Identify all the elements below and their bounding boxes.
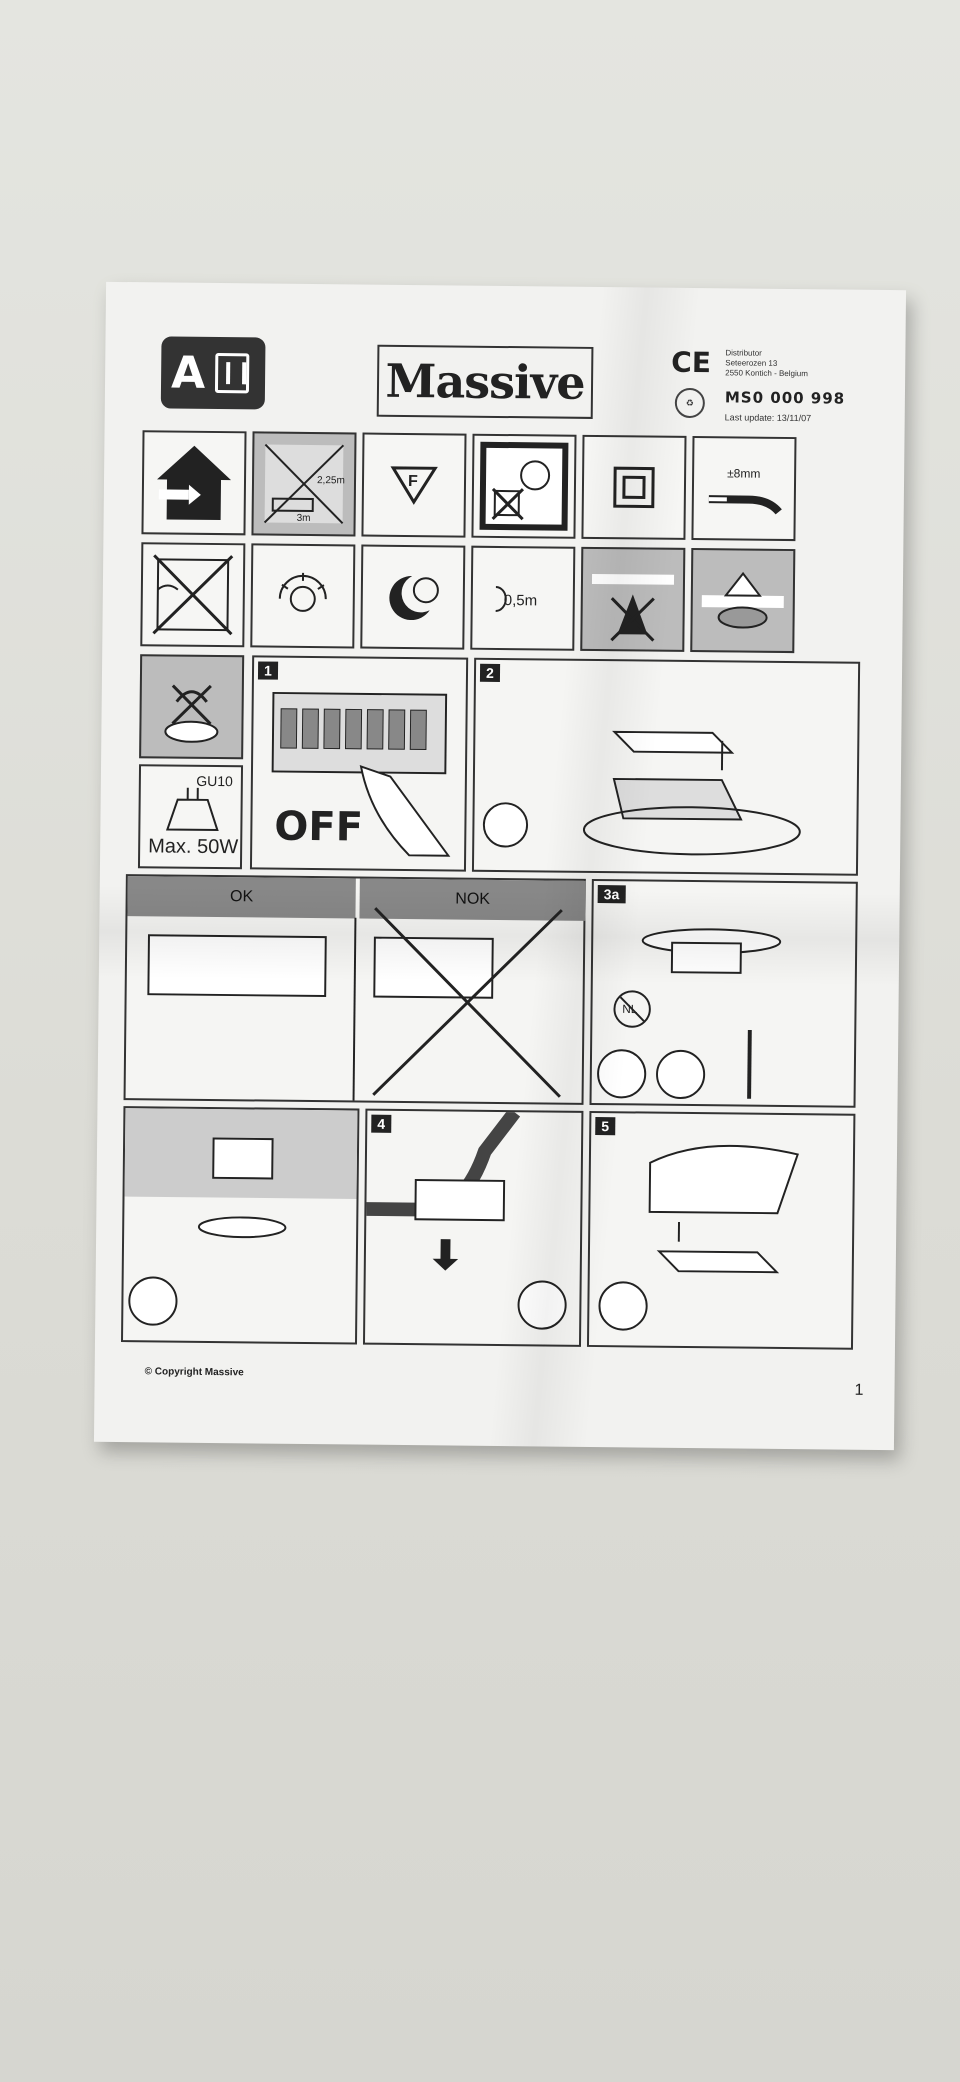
book-icon xyxy=(215,352,250,394)
ce-mark: CE xyxy=(671,345,712,380)
ok-nok-illustration xyxy=(147,907,563,1101)
nl-label: NL xyxy=(622,1003,638,1016)
mounting-illustration: NL xyxy=(597,928,782,1099)
bulb-spec-panel: GU10 Max. 50W xyxy=(137,764,244,870)
bathroom-zone-icon: 2,25m 3m xyxy=(251,431,357,537)
f-label: F xyxy=(408,473,418,490)
last-update-date: 13/11/07 xyxy=(776,412,812,424)
dimmable-icon xyxy=(360,544,466,650)
copyright: © Copyright Massive xyxy=(144,1366,244,1379)
recycle-icon: ♻ xyxy=(674,387,706,419)
logo-letter: A xyxy=(170,347,206,399)
off-label: OFF xyxy=(274,803,364,851)
instruction-sheet: A Massive CE Distributor Seteerozen 13 2… xyxy=(93,281,907,1451)
connector-illustration xyxy=(366,1110,567,1330)
step-5-panel: 5 xyxy=(586,1110,856,1350)
last-update-label: Last update: xyxy=(724,412,775,423)
wire-length-label: ±8mm xyxy=(727,466,760,480)
dimension-label: 2,25m xyxy=(317,475,345,486)
page-number: 1 xyxy=(854,1381,864,1399)
brand-logo: Massive xyxy=(376,344,594,419)
no-covering-lamp-icon xyxy=(139,654,245,760)
step-4-panel: 4 xyxy=(362,1108,584,1347)
step-2-panel: 2 xyxy=(471,657,861,876)
distance-label: 0,5m xyxy=(504,592,538,609)
distributor-info: Distributor Seteerozen 13 2550 Kontich -… xyxy=(725,348,808,379)
gu10-bulb-icon xyxy=(165,787,219,832)
breaker-illustration xyxy=(271,691,451,857)
step-3b-panel: 3b xyxy=(120,1106,360,1345)
read-instructions-logo: A xyxy=(160,336,266,410)
dimension-label-2: 3m xyxy=(297,513,311,524)
product-code: MS0 000 998 xyxy=(724,388,846,408)
class-ii-icon xyxy=(581,434,687,540)
indoor-use-icon xyxy=(141,430,247,536)
no-cover-icon xyxy=(471,433,577,539)
step-1-panel: 1 OFF xyxy=(249,655,469,872)
no-mains-icon xyxy=(140,542,246,648)
fixture-disassembly-illustration xyxy=(482,730,801,856)
step-3a-panel: 3a NL xyxy=(589,878,858,1108)
f-mark-icon: F xyxy=(361,432,467,538)
distance-icon: 0,5m xyxy=(470,545,576,651)
distributor-line: 2550 Kontich - Belgium xyxy=(725,368,808,379)
recessed-fixture-icon xyxy=(690,547,796,654)
brand-name: Massive xyxy=(385,353,585,410)
hot-lamp-icon xyxy=(250,543,356,649)
terminal-block-illustration xyxy=(124,1108,358,1326)
reassembly-illustration xyxy=(598,1144,799,1331)
no-insulation-icon xyxy=(580,546,686,652)
max-wattage: Max. 50W xyxy=(148,835,239,859)
wire-strip-icon: ±8mm xyxy=(691,435,797,542)
warning-panel: ! OK NOK xyxy=(123,874,586,1105)
last-update: Last update: 13/11/07 xyxy=(725,412,812,423)
